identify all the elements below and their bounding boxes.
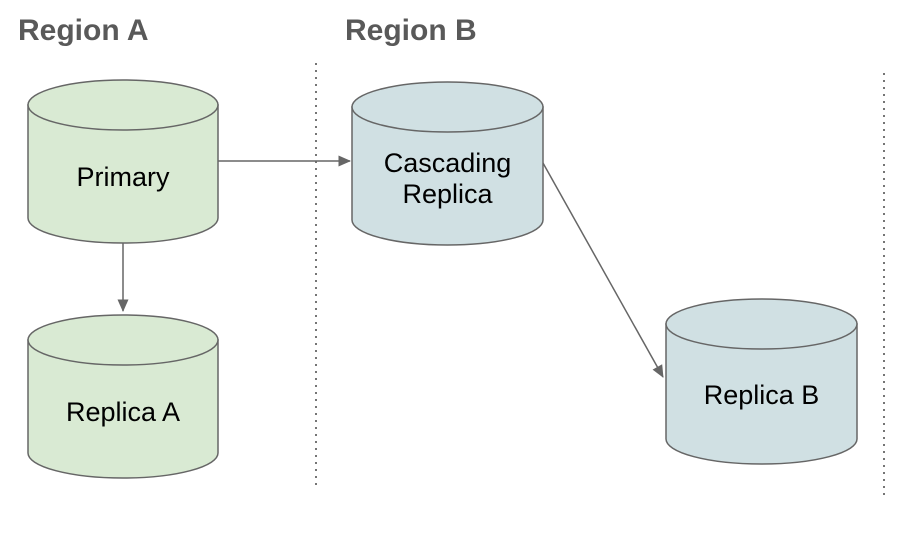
region-b-title: Region B — [345, 14, 477, 47]
cascading-replica-label-line1: Cascading — [384, 148, 512, 178]
cylinder-top — [27, 79, 219, 131]
cylinder-body — [665, 323, 858, 465]
replica-b-label: Replica B — [704, 380, 820, 410]
replica-a-database-cylinder: Replica A — [27, 314, 219, 479]
replica-b-database-cylinder: Replica B — [665, 298, 858, 465]
primary-database-cylinder: Primary — [27, 79, 219, 244]
cylinder-top — [351, 81, 544, 133]
cylinder-top — [27, 314, 219, 366]
cylinder-body — [27, 104, 219, 244]
region-a-title: Region A — [18, 14, 149, 47]
arrow-cascading-replica-to-replica-b — [542, 162, 664, 378]
primary-label: Primary — [77, 162, 170, 192]
cascading-replica-database-cylinder: Cascading Replica — [351, 81, 544, 246]
cascading-replica-label-line2: Replica — [402, 179, 493, 209]
cylinder-body — [351, 106, 544, 246]
cylinder-body — [27, 339, 219, 479]
replica-a-label: Replica A — [66, 397, 180, 427]
cylinder-top — [665, 298, 858, 350]
